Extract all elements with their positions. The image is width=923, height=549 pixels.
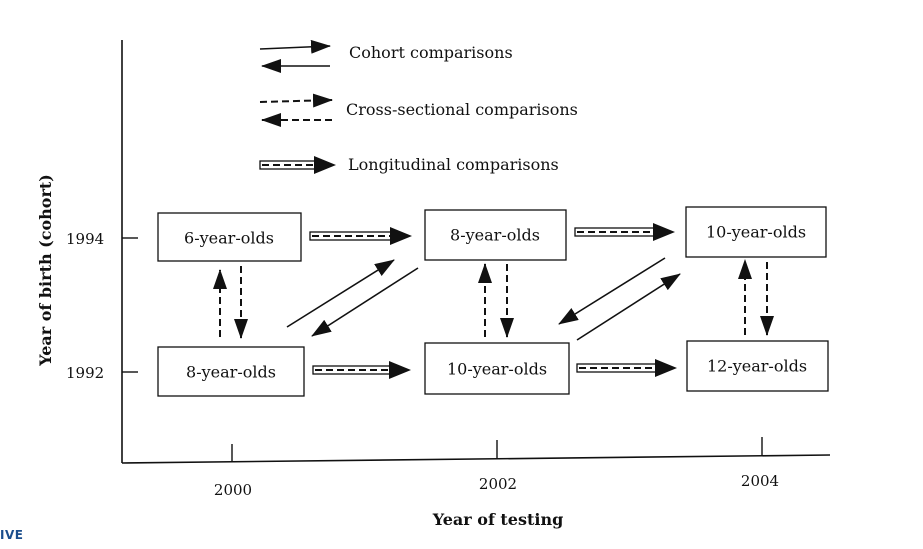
box-label-1994-2000: 6-year-olds [184, 229, 274, 248]
box-label-1994-2004: 10-year-olds [706, 223, 806, 242]
legend-longitudinal-label: Longitudinal comparisons [348, 155, 559, 174]
box-label-1994-2002: 8-year-olds [450, 226, 540, 245]
box-label-1992-2000: 8-year-olds [186, 363, 276, 382]
legend-cohort-label: Cohort comparisons [349, 43, 513, 62]
box-label-1992-2002: 10-year-olds [447, 360, 547, 379]
longitudinal-arrow-1994-2000-2002 [309, 227, 412, 245]
x-tick-label-2004: 2004 [741, 472, 779, 490]
cohort-arrows-2002-2004 [558, 257, 681, 341]
x-tick-label-2000: 2000 [214, 481, 252, 499]
y-tick-label-1992: 1992 [66, 364, 104, 382]
x-tick-label-2002: 2002 [479, 475, 517, 493]
box-1992-2004: 12-year-olds [686, 340, 829, 392]
x-axis [121, 454, 831, 464]
legend-cohort-symbol [259, 39, 331, 73]
box-label-1992-2004: 12-year-olds [707, 357, 807, 376]
y-tick-label-1994: 1994 [66, 230, 104, 248]
cross-sectional-arrows-2004 [738, 259, 774, 336]
x-axis-title: Year of testing [432, 510, 564, 529]
cohort-arrows-2000-2002 [286, 259, 419, 337]
longitudinal-arrow-1994-2002-2004 [574, 223, 675, 241]
box-1994-2002: 8-year-olds [424, 209, 567, 261]
box-1994-2000: 6-year-olds [157, 212, 302, 262]
footer-text: IVE [0, 528, 24, 542]
legend-cross-sectional-symbol [259, 93, 333, 127]
legend-longitudinal-symbol [259, 156, 336, 174]
legend: Cohort comparisons Cross-sectional compa… [259, 39, 578, 174]
box-1992-2002: 10-year-olds [424, 342, 570, 395]
legend-cross-sectional-label: Cross-sectional comparisons [346, 100, 578, 119]
y-axis-title: Year of birth (cohort) [36, 174, 55, 367]
longitudinal-arrow-1992-2000-2002 [312, 361, 411, 379]
longitudinal-arrow-1992-2002-2004 [576, 359, 677, 377]
cross-sectional-arrows-2000 [213, 266, 248, 339]
box-1994-2004: 10-year-olds [685, 206, 827, 258]
cross-sectional-arrows-2002 [478, 263, 514, 338]
box-1992-2000: 8-year-olds [157, 346, 305, 397]
